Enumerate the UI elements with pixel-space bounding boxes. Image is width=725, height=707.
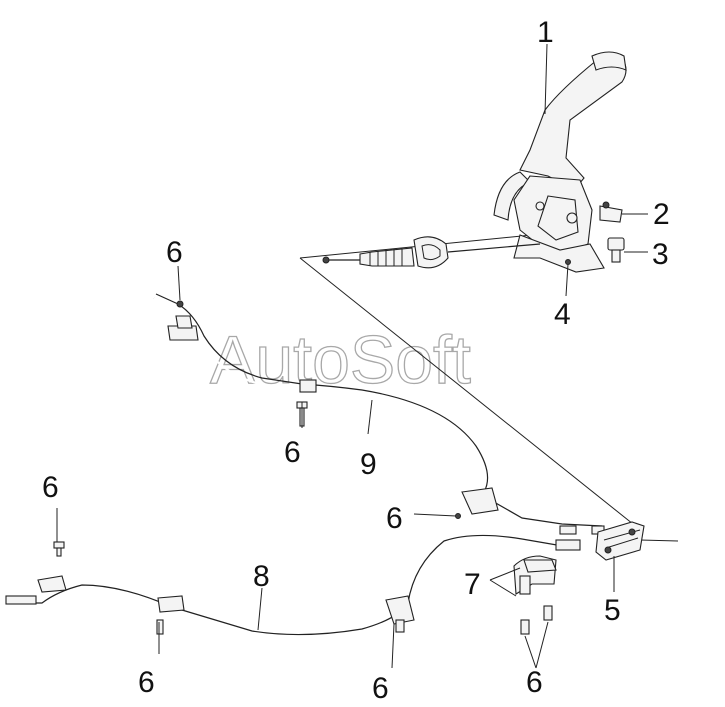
leader-lines — [56, 43, 549, 669]
callout-8: 8 — [253, 560, 270, 593]
callout-1: 1 — [537, 16, 554, 49]
callout-6: 6 — [138, 666, 155, 699]
callout-4: 4 — [554, 298, 571, 331]
callout-5: 5 — [604, 594, 621, 627]
callout-6: 6 — [42, 471, 59, 504]
callout-6: 6 — [284, 436, 301, 469]
callout-6: 6 — [372, 672, 389, 705]
callout-3: 3 — [652, 238, 669, 271]
cable-clamp — [489, 555, 557, 597]
callout-6: 6 — [166, 236, 183, 269]
callout-9: 9 — [360, 448, 377, 481]
brake-lever-assembly — [322, 51, 627, 273]
callout-6: 6 — [386, 502, 403, 535]
rear-cable-lower — [5, 529, 581, 636]
brake-switch — [599, 201, 648, 223]
lever-pin — [565, 259, 571, 297]
rear-cable-upper — [153, 293, 605, 535]
mounting-bolt — [607, 237, 648, 263]
watermark-text: AutoSoft — [210, 322, 471, 398]
callout-6: 6 — [526, 666, 543, 699]
callout-2: 2 — [653, 198, 670, 231]
cable-equalizer — [595, 521, 645, 592]
callout-7: 7 — [464, 568, 481, 601]
